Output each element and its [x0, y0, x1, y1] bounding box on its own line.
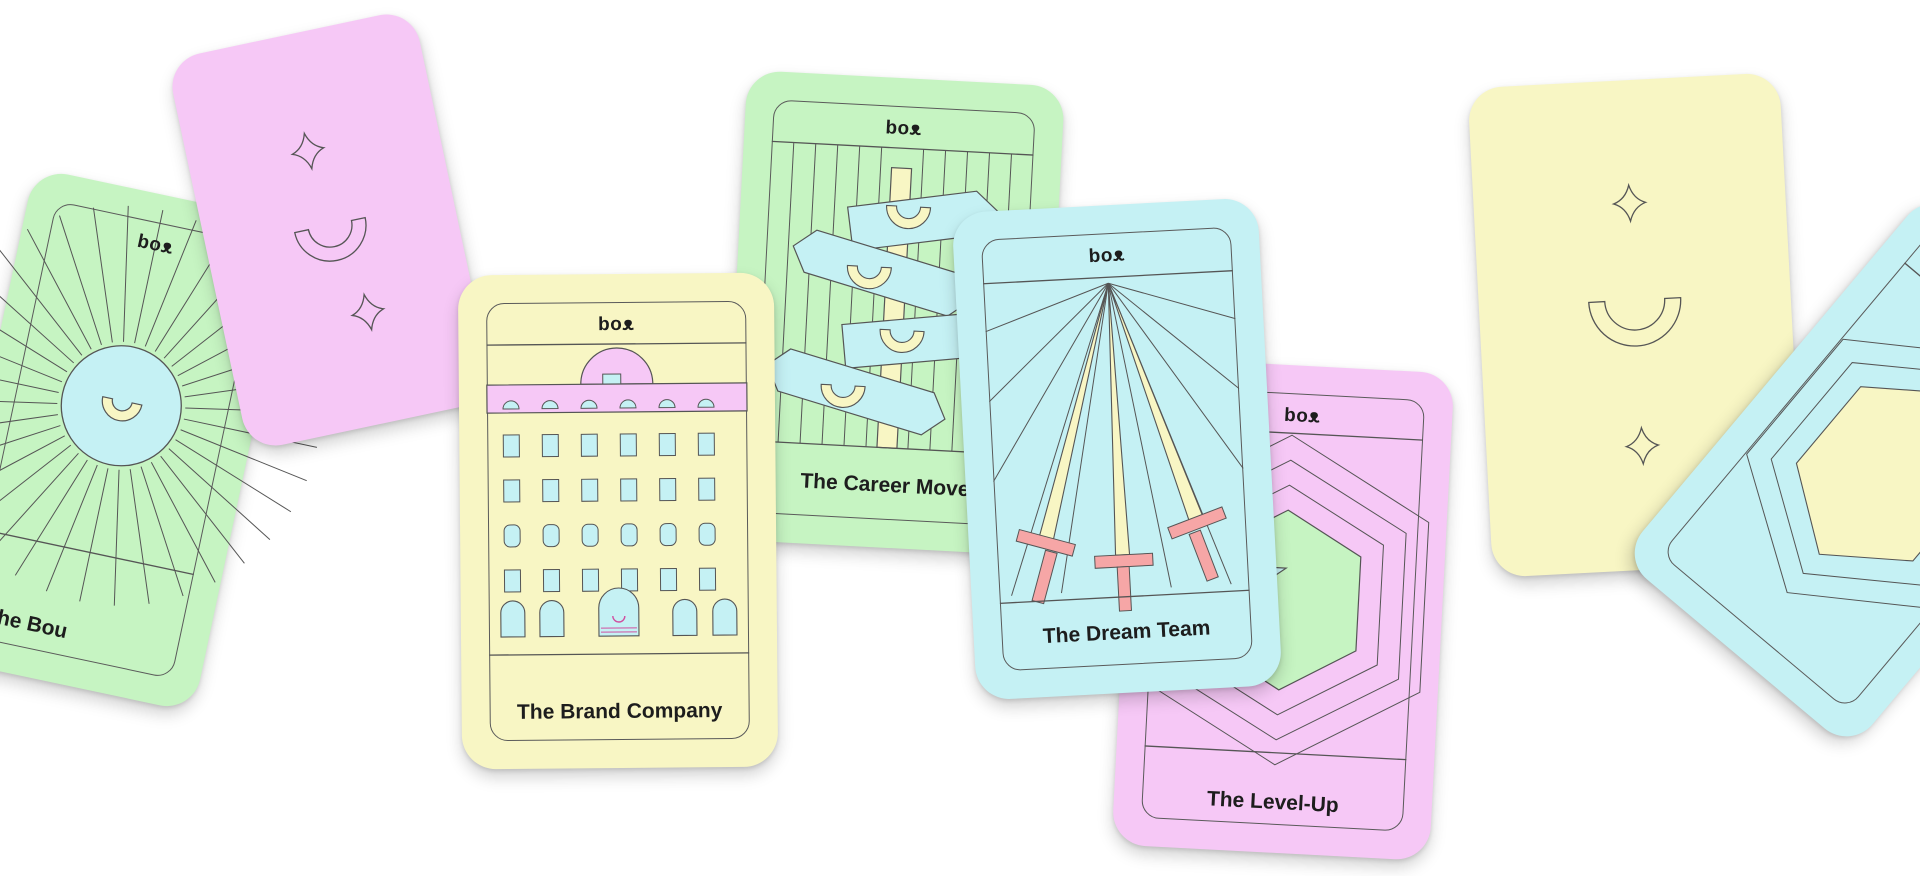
card-dream-team[interactable]: boᴥ The Dream Team	[951, 197, 1283, 701]
card-brand-company[interactable]: boᴥ The Brand Company	[457, 272, 779, 770]
card-back-illustration	[1588, 182, 1682, 467]
card-back-yellow[interactable]	[1467, 72, 1805, 578]
card-partial-blue[interactable]: boᴥ	[1620, 189, 1920, 751]
card-career-move[interactable]: boᴥ The Career Move	[722, 70, 1066, 556]
card-back-illustration	[290, 131, 386, 333]
partial-illustration	[1746, 262, 1920, 609]
signpost-illustration	[756, 140, 1034, 456]
swords-illustration	[983, 270, 1250, 612]
card-the-bou[interactable]: boᴥ The Bou	[0, 167, 322, 713]
sunburst-illustration	[0, 205, 322, 606]
building-illustration	[486, 342, 750, 656]
card-back-pink[interactable]	[166, 8, 496, 452]
card-logo: boᴥ	[597, 313, 635, 336]
card-title: The Brand Company	[516, 699, 723, 724]
